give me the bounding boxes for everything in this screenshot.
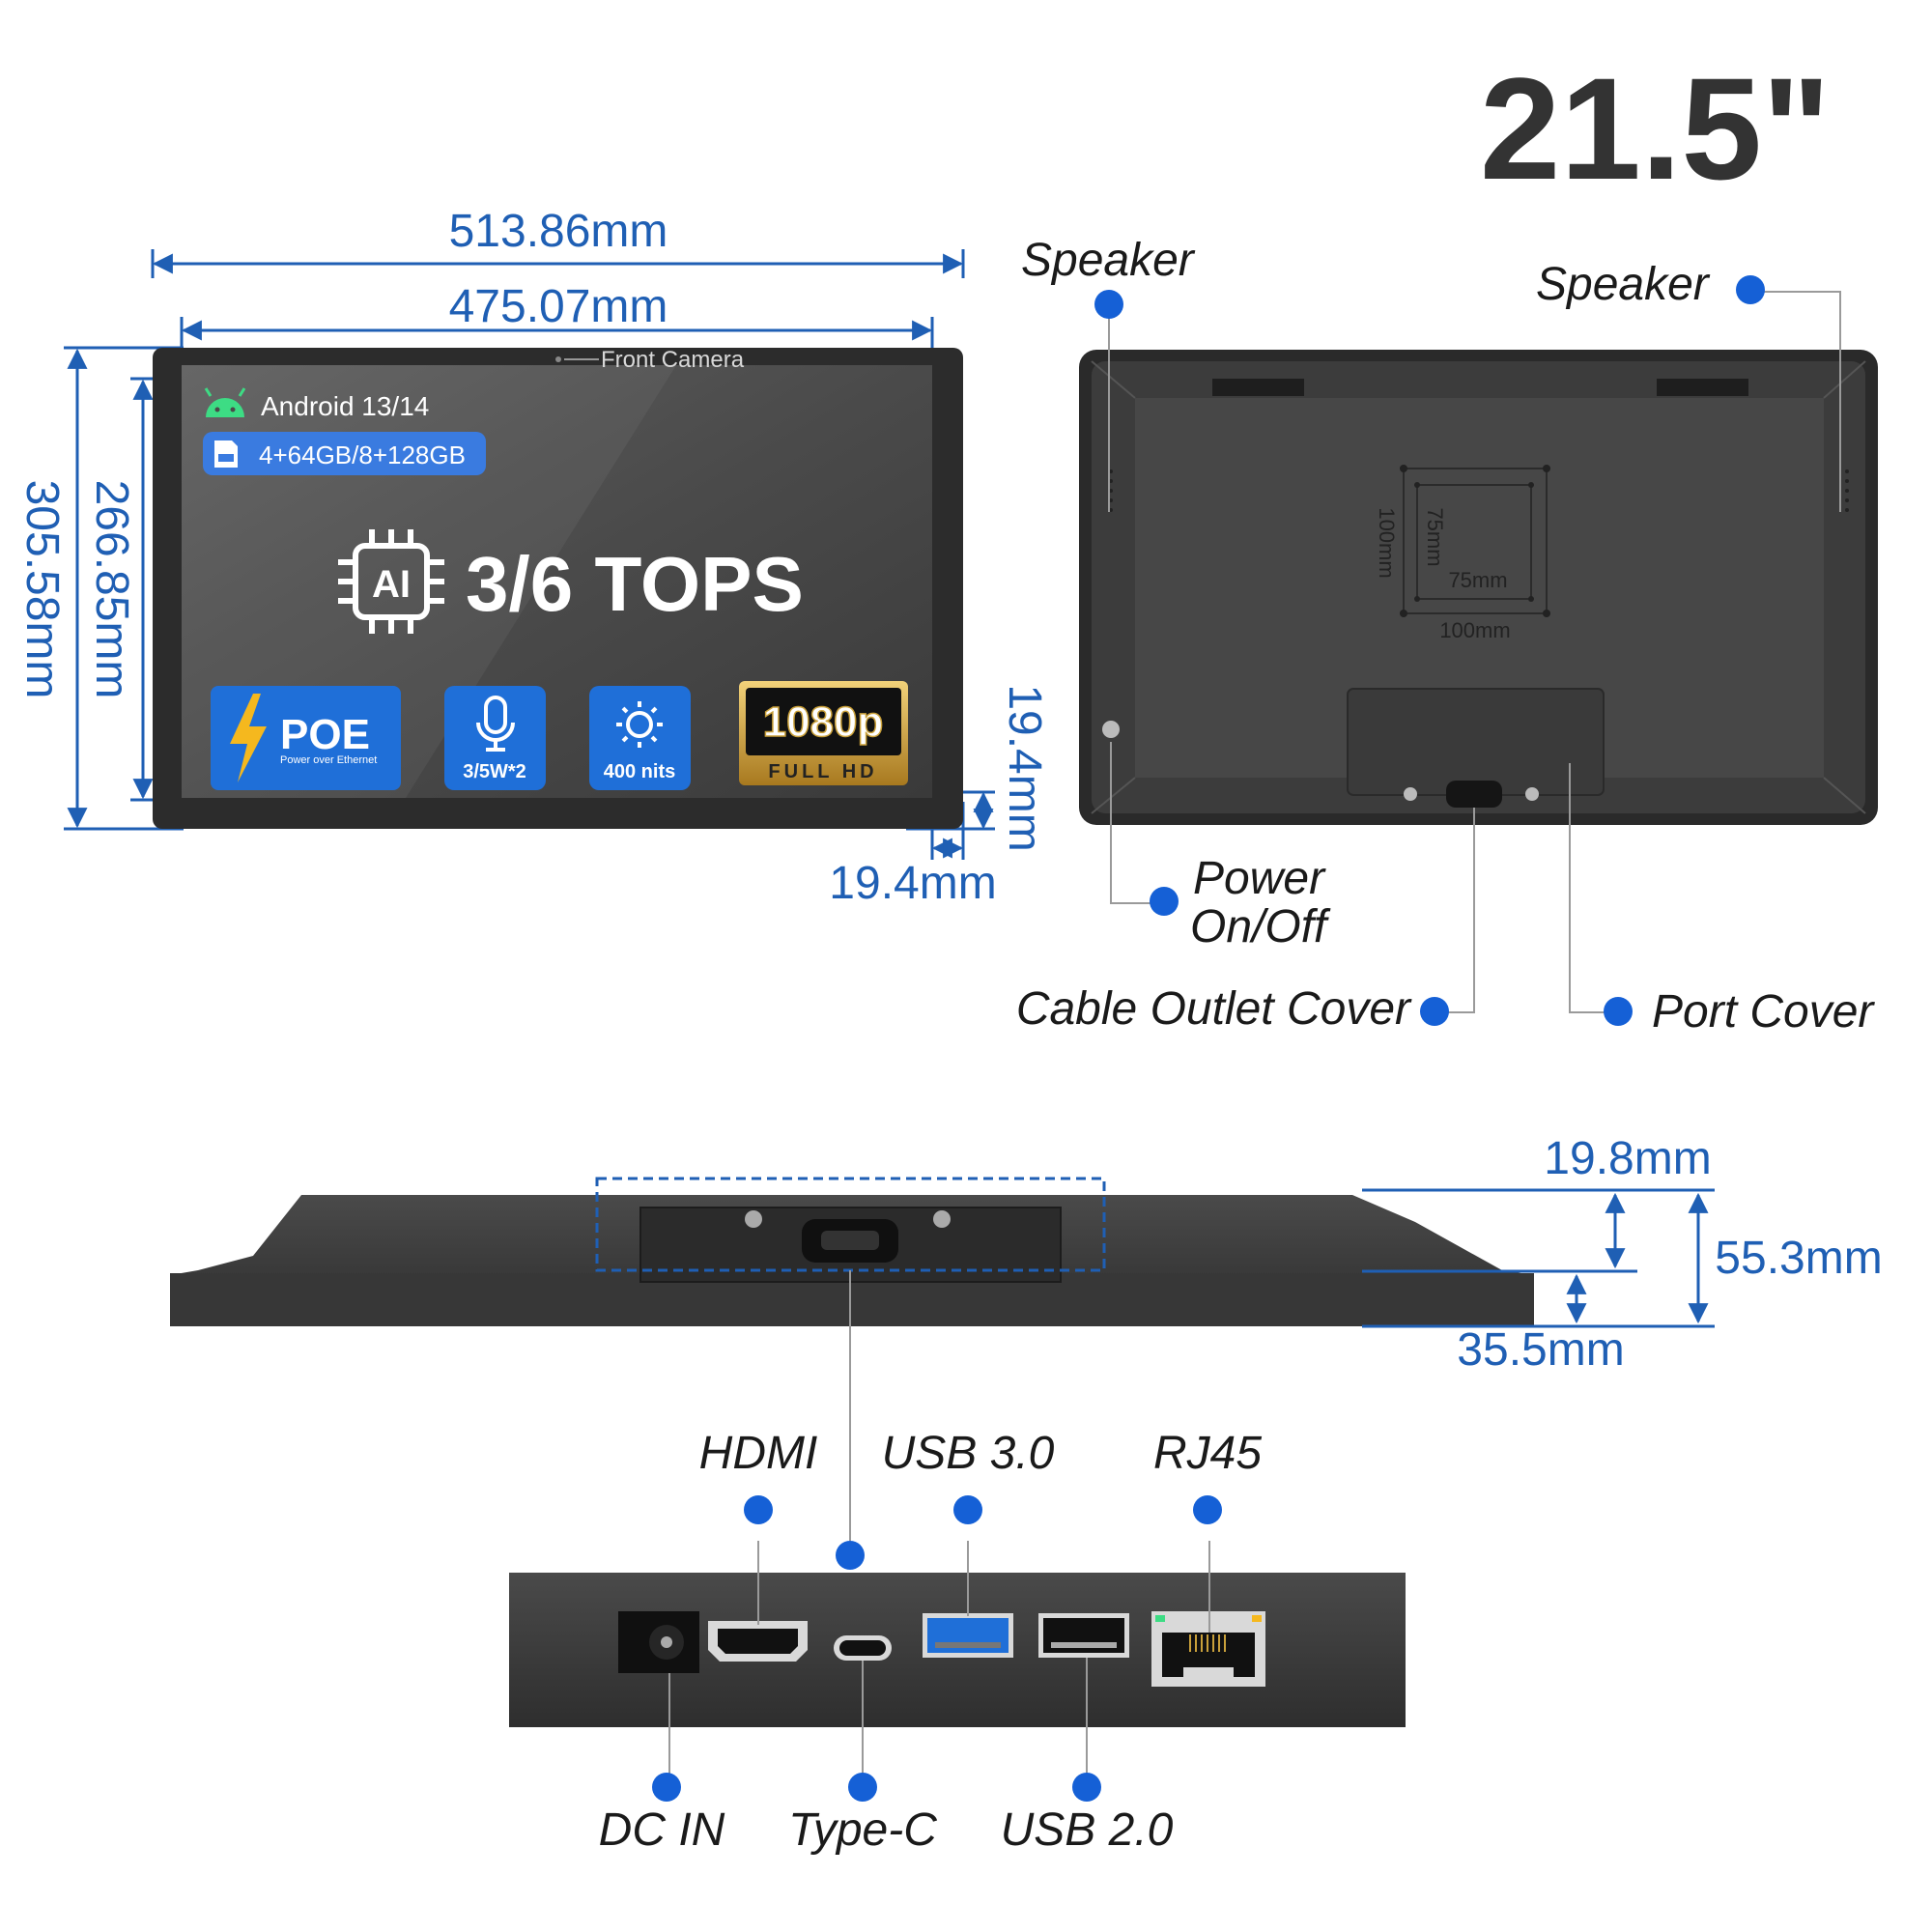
usb-3-label: USB 3.0 [882, 1428, 1055, 1479]
vesa-outer-width: 100mm [1439, 618, 1510, 642]
poe-title: POE [280, 711, 370, 758]
dc-in-dot [652, 1773, 681, 1802]
brightness-badge: 400 nits [589, 686, 691, 790]
dc-in-port [618, 1611, 699, 1673]
power-button [1102, 721, 1120, 738]
width-inner-label: 475.07mm [449, 281, 668, 332]
vesa-inner-width: 75mm [1448, 568, 1507, 592]
usb-2-label: USB 2.0 [1001, 1804, 1174, 1856]
height-inner-label: 266.85mm [86, 480, 137, 699]
bezel-bottom-label: 19.4mm [999, 684, 1050, 851]
speaker-right-dot [1736, 275, 1765, 304]
vesa-mount [1400, 465, 1550, 617]
vesa-inner-height: 75mm [1423, 507, 1447, 566]
power-label-line2: On/Off [1190, 901, 1331, 952]
brightness-badge-label: 400 nits [604, 761, 675, 782]
power-label-line1: Power [1193, 853, 1326, 904]
lightning-icon [230, 694, 267, 782]
resolution-sub: FULL HD [768, 761, 877, 782]
resolution-badge: 1080p FULL HD [739, 681, 908, 785]
vesa-outer-height: 100mm [1375, 507, 1399, 578]
port-panel: HDMI USB 3.0 RJ45 DC IN Type-C USB 2.0 [509, 1428, 1406, 1856]
front-camera-icon [555, 356, 561, 362]
front-camera-label: Front Camera [601, 347, 745, 373]
hdmi-dot [744, 1495, 773, 1524]
usb-2-port [1038, 1613, 1129, 1658]
port-cover-label: Port Cover [1652, 986, 1875, 1037]
width-outer-label: 513.86mm [449, 206, 668, 257]
depth-top-label: 19.8mm [1544, 1133, 1711, 1184]
port-panel-dot [836, 1541, 865, 1570]
front-view: 513.86mm 475.07mm 305.58mm 266.85mm 19.4… [16, 206, 1050, 909]
type-c-port [834, 1635, 892, 1661]
storage-label: 4+64GB/8+128GB [259, 440, 466, 469]
sd-card-icon [214, 440, 238, 468]
hdmi-port [708, 1621, 808, 1662]
cable-outlet-cover [1446, 781, 1502, 808]
height-outer-label: 305.58mm [16, 480, 68, 699]
depth-bottom-label: 35.5mm [1457, 1324, 1624, 1376]
resolution-main: 1080p [763, 698, 884, 746]
poe-subtitle: Power over Ethernet [280, 754, 377, 766]
usb-3-dot [953, 1495, 982, 1524]
sun-icon [616, 701, 663, 748]
speaker-badge: 3/5W*2 [444, 686, 546, 790]
bezel-side-label: 19.4mm [829, 858, 996, 909]
type-c-dot [848, 1773, 877, 1802]
poe-badge: POE Power over Ethernet [211, 686, 401, 790]
ai-chip-icon [338, 529, 444, 634]
depth-total-label: 55.3mm [1715, 1233, 1882, 1284]
storage-pill [203, 432, 486, 475]
speaker-grille-right [1845, 469, 1849, 512]
rj45-label: RJ45 [1153, 1428, 1262, 1479]
speaker-left-dot [1094, 290, 1123, 319]
android-icon [204, 387, 246, 417]
port-cover-dot [1604, 997, 1633, 1026]
back-panel [1135, 398, 1824, 778]
type-c-label: Type-C [788, 1804, 937, 1856]
cable-cover-label: Cable Outlet Cover [1016, 983, 1412, 1035]
speaker-left-label: Speaker [1021, 235, 1196, 286]
rj45-dot [1193, 1495, 1222, 1524]
hdmi-label: HDMI [699, 1428, 818, 1479]
cable-cover-dot [1420, 997, 1449, 1026]
microphone-icon [476, 696, 515, 752]
speaker-right-label: Speaker [1536, 259, 1711, 310]
dc-in-label: DC IN [599, 1804, 725, 1856]
usb-3-port [923, 1613, 1013, 1658]
back-view: 100mm 75mm 75mm 100mm Speaker Speaker Po… [1016, 235, 1878, 1037]
port-cover [1347, 688, 1605, 796]
side-view: 19.8mm 55.3mm 35.5mm [170, 1133, 1883, 1570]
usb-2-dot [1072, 1773, 1101, 1802]
speaker-badge-label: 3/5W*2 [463, 761, 526, 782]
power-dot [1150, 887, 1179, 916]
ai-chip-label: AI [372, 563, 411, 606]
tops-label: 3/6 TOPS [466, 541, 804, 627]
os-label: Android 13/14 [261, 391, 429, 421]
size-title: 21.5" [1480, 47, 1831, 210]
